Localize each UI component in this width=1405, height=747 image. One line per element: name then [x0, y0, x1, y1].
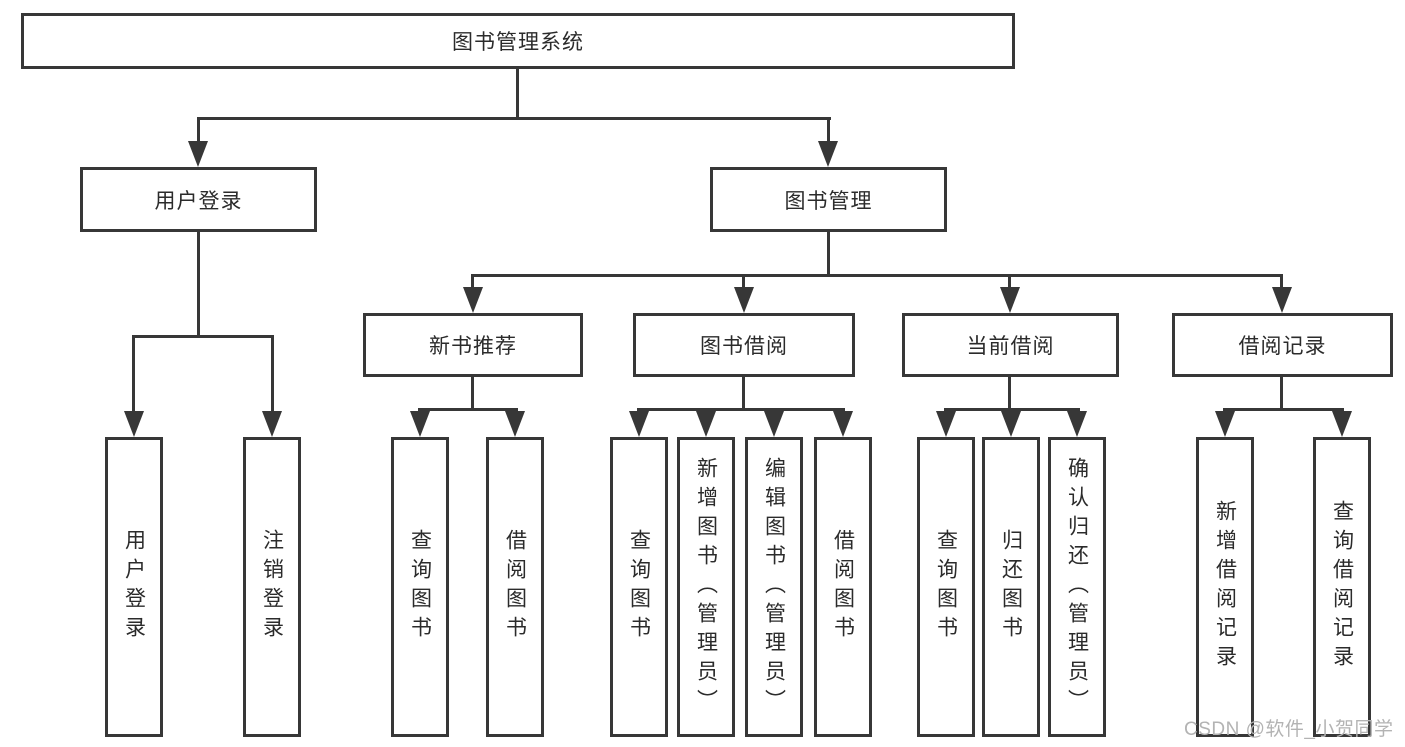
leaf-return-books: 归还图书: [982, 437, 1040, 737]
connector-line: [471, 274, 1283, 277]
leaf-edit-books-admin: 编辑图书（管理员）: [745, 437, 803, 737]
arrow-down-icon: [262, 411, 282, 437]
connector-line: [1008, 274, 1011, 289]
leaf-label: 确认归还（管理员）: [1065, 456, 1089, 718]
arrow-down-icon: [936, 411, 956, 437]
node-new-book-recommendation: 新书推荐: [363, 313, 583, 377]
node-user-login: 用户登录: [80, 167, 317, 232]
arrow-down-icon: [1332, 411, 1352, 437]
leaf-query-books-borrowing: 查询图书: [610, 437, 668, 737]
node-label: 当前借阅: [966, 335, 1055, 358]
node-label: 图书管理系统: [452, 31, 584, 54]
connector-line: [827, 117, 830, 143]
leaf-label: 查询图书: [408, 529, 432, 645]
leaf-add-books-admin: 新增图书（管理员）: [677, 437, 735, 737]
arrow-down-icon: [124, 411, 144, 437]
connector-line: [471, 375, 474, 411]
connector-line: [197, 117, 831, 120]
arrow-down-icon: [764, 411, 784, 437]
leaf-user-login: 用户登录: [105, 437, 163, 737]
arrow-down-icon: [818, 141, 838, 167]
leaf-confirm-return-admin: 确认归还（管理员）: [1048, 437, 1106, 737]
leaf-borrow-books-recommend: 借阅图书: [486, 437, 544, 737]
leaf-label: 编辑图书（管理员）: [762, 456, 786, 718]
node-book-management: 图书管理: [710, 167, 947, 232]
arrow-down-icon: [734, 287, 754, 313]
leaf-label: 用户登录: [122, 529, 146, 645]
leaf-label: 查询借阅记录: [1330, 500, 1354, 674]
leaf-label: 借阅图书: [503, 529, 527, 645]
connector-line: [271, 335, 274, 413]
arrow-down-icon: [1001, 411, 1021, 437]
connector-line: [1223, 408, 1344, 411]
leaf-label: 注销登录: [260, 529, 284, 645]
connector-line: [418, 408, 518, 411]
connector-line: [132, 335, 274, 338]
arrow-down-icon: [629, 411, 649, 437]
arrow-down-icon: [463, 287, 483, 313]
node-library-system: 图书管理系统: [21, 13, 1015, 69]
connector-line: [516, 69, 519, 120]
arrow-down-icon: [833, 411, 853, 437]
leaf-label: 新增图书（管理员）: [694, 456, 718, 718]
connector-line: [637, 408, 845, 411]
leaf-logout: 注销登录: [243, 437, 301, 737]
leaf-query-books-recommend: 查询图书: [391, 437, 449, 737]
connector-line: [944, 408, 1080, 411]
arrow-down-icon: [1000, 287, 1020, 313]
leaf-label: 归还图书: [999, 529, 1023, 645]
connector-line: [1280, 375, 1283, 411]
leaf-label: 查询图书: [934, 529, 958, 645]
node-current-borrowing: 当前借阅: [902, 313, 1119, 377]
leaf-label: 借阅图书: [831, 529, 855, 645]
connector-line: [742, 375, 745, 411]
node-book-borrowing: 图书借阅: [633, 313, 855, 377]
connector-line: [132, 335, 135, 413]
arrow-down-icon: [1215, 411, 1235, 437]
node-label: 图书管理: [784, 189, 873, 213]
arrow-down-icon: [696, 411, 716, 437]
node-label: 图书借阅: [700, 335, 788, 358]
leaf-query-borrow-record: 查询借阅记录: [1313, 437, 1371, 737]
leaf-label: 查询图书: [627, 529, 651, 645]
node-label: 借阅记录: [1238, 335, 1327, 358]
arrow-down-icon: [505, 411, 525, 437]
leaf-borrow-books-borrowing: 借阅图书: [814, 437, 872, 737]
connector-line: [1008, 375, 1011, 411]
connector-line: [197, 232, 200, 338]
watermark: CSDN @软件_小贺同学: [1184, 719, 1394, 740]
arrow-down-icon: [188, 141, 208, 167]
node-borrowing-records: 借阅记录: [1172, 313, 1393, 377]
node-label: 用户登录: [154, 189, 243, 213]
connector-line: [1280, 274, 1283, 289]
leaf-label: 新增借阅记录: [1213, 500, 1237, 674]
arrow-down-icon: [410, 411, 430, 437]
leaf-add-borrow-record: 新增借阅记录: [1196, 437, 1254, 737]
arrow-down-icon: [1067, 411, 1087, 437]
connector-line: [197, 117, 200, 143]
connector-line: [471, 274, 474, 289]
connector-line: [742, 274, 745, 289]
arrow-down-icon: [1272, 287, 1292, 313]
leaf-query-books-current: 查询图书: [917, 437, 975, 737]
node-label: 新书推荐: [429, 335, 517, 358]
connector-line: [827, 232, 830, 277]
